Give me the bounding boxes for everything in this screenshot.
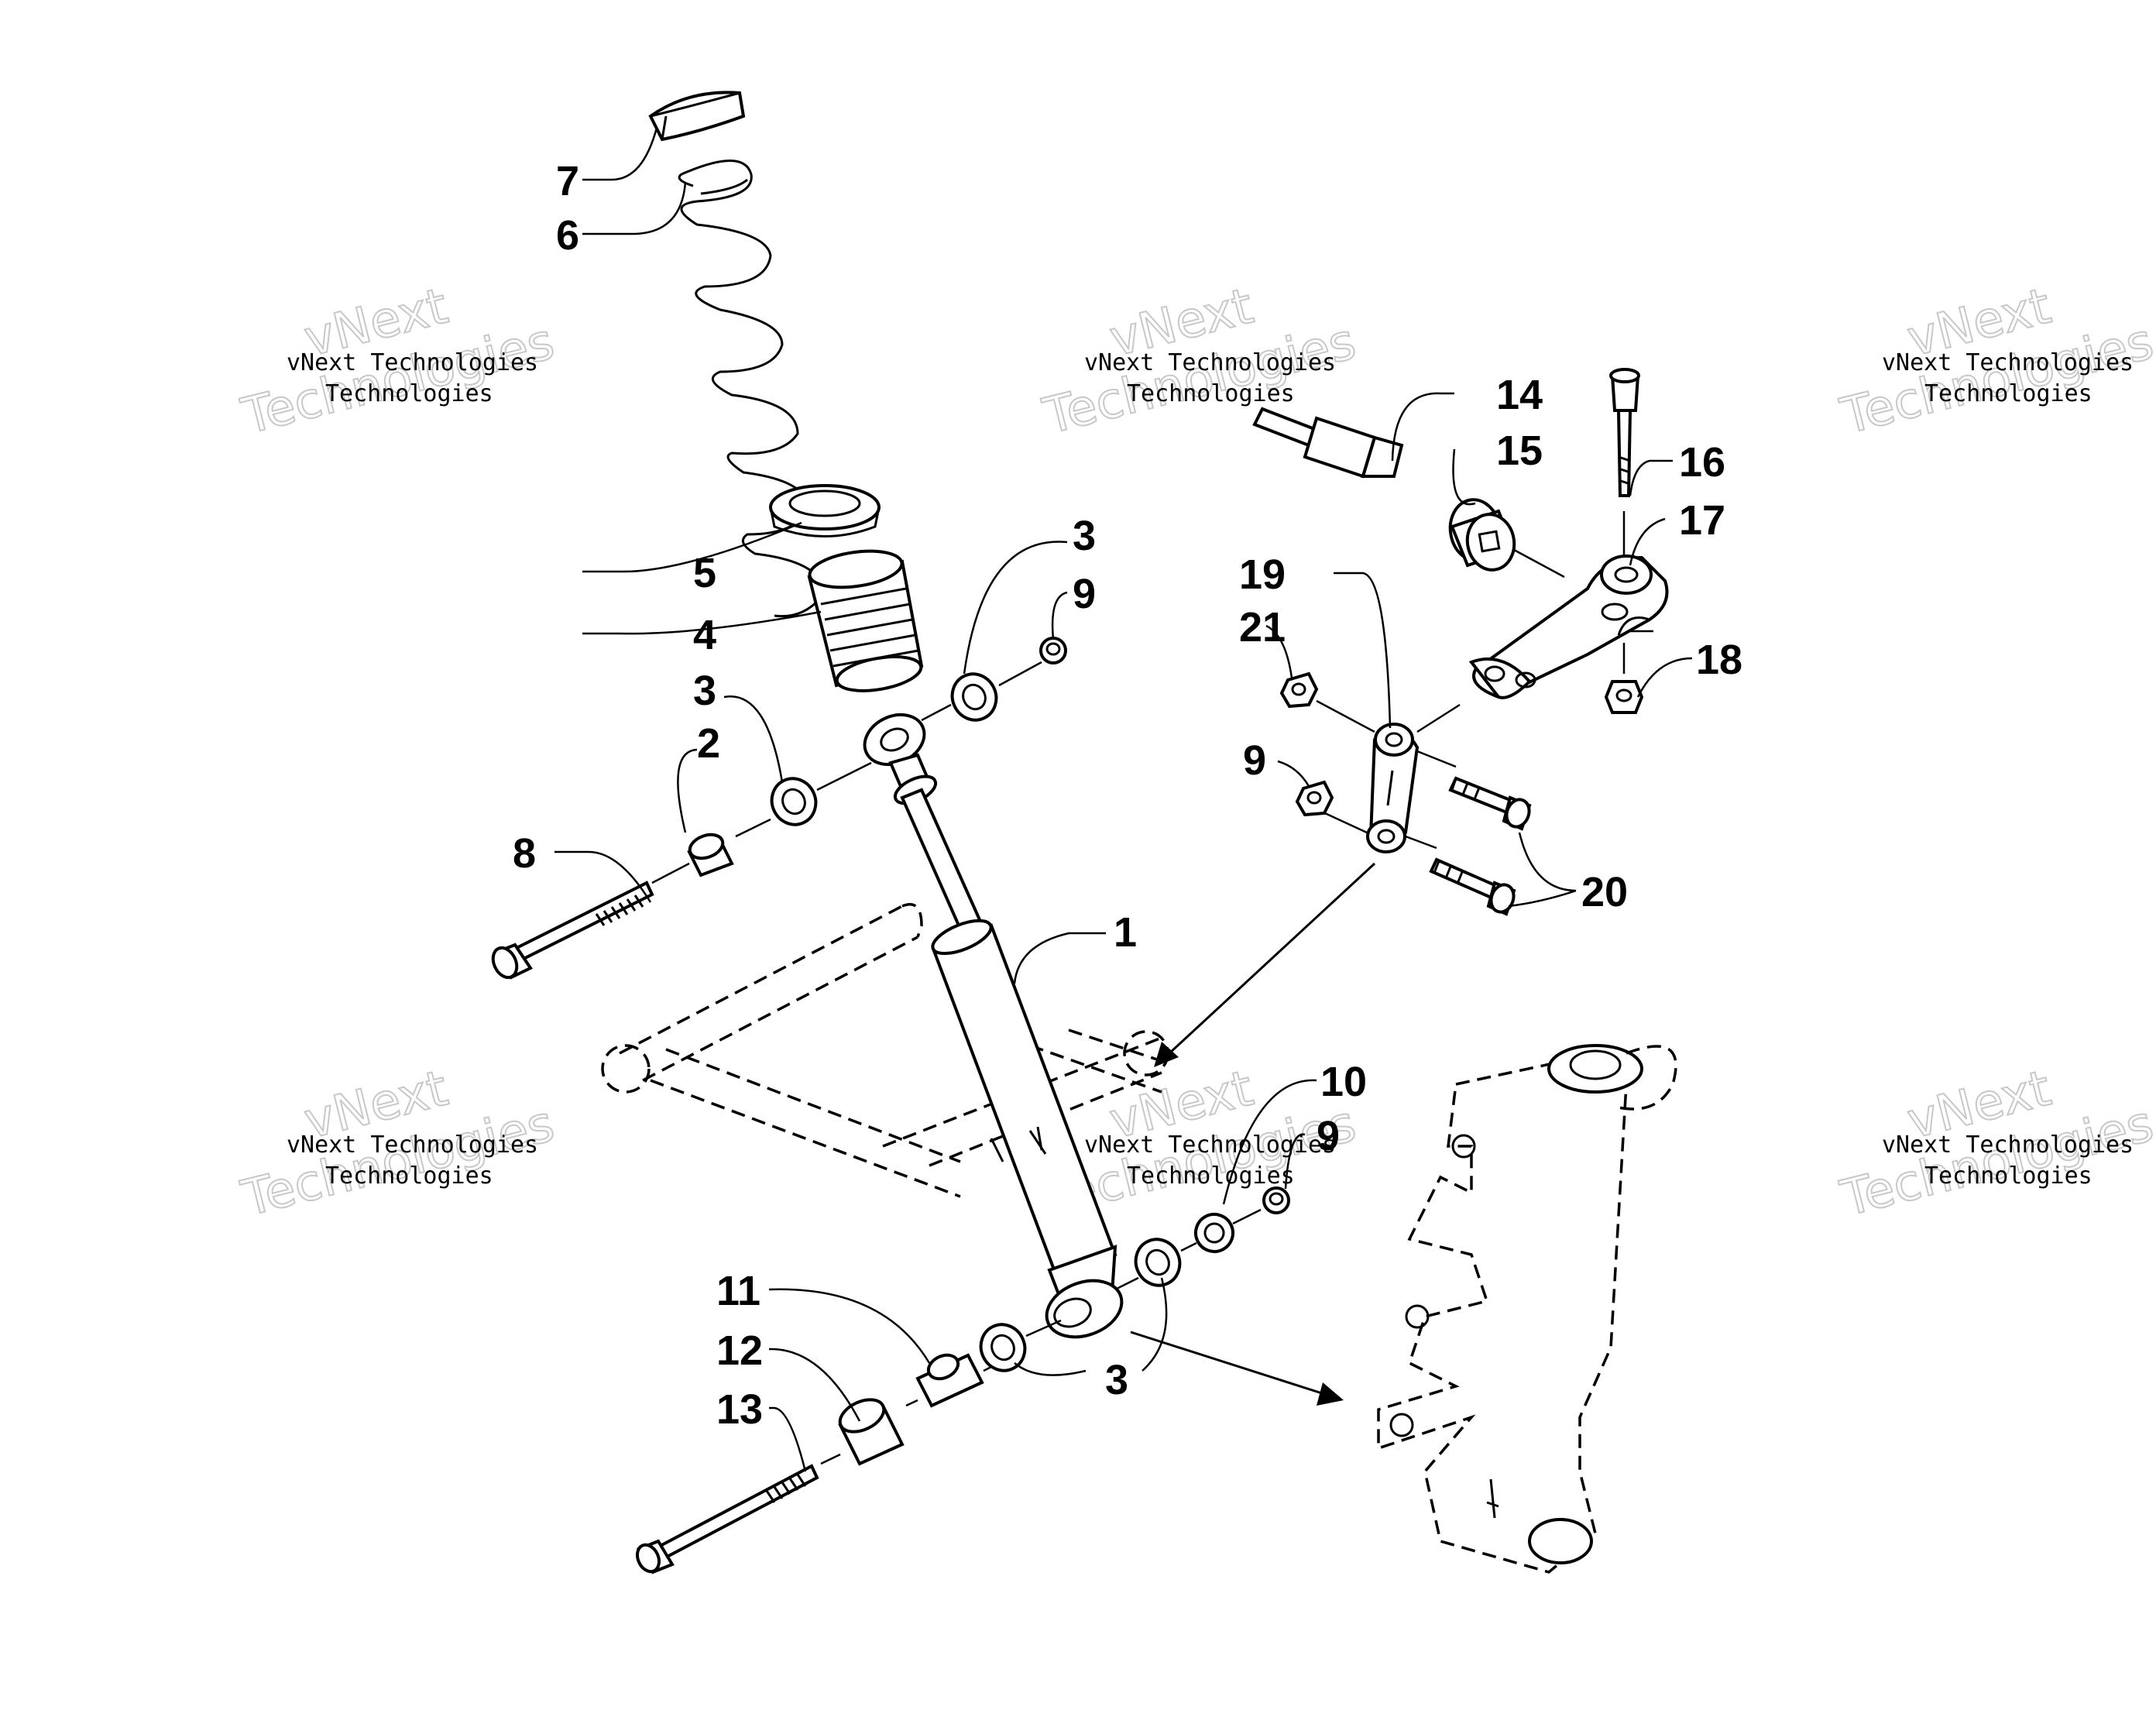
lower-nut <box>1262 1186 1290 1214</box>
watermark-text: Technologies <box>1127 380 1295 407</box>
sway-bar-arm <box>1468 555 1669 699</box>
watermark-text: Technologies <box>325 380 493 407</box>
assembly-axis-line <box>1416 703 1461 733</box>
watermark-text: vNext Technologies <box>287 349 538 376</box>
upper-shock-bolt <box>491 881 654 980</box>
assembly-axis-line <box>1405 835 1437 850</box>
watermark-text: vNext Technologies <box>1882 1131 2134 1159</box>
sway-bar-link <box>1366 723 1420 853</box>
callout-21: 21 <box>1239 604 1286 651</box>
watermark-text: Technologies <box>325 1162 493 1190</box>
watermark-text: Technologies <box>1924 1162 2092 1190</box>
sway-bar-bolt <box>1609 368 1640 497</box>
a-arm-frame <box>601 903 1169 1198</box>
watermark-bottom-left: vNext Technologies vNext Technologies Te… <box>235 1059 561 1228</box>
callout-12: 12 <box>716 1327 763 1374</box>
link-to-arm-arrow <box>1154 862 1376 1067</box>
upper-bushing-right <box>950 672 998 722</box>
callout-17: 17 <box>1679 497 1725 544</box>
shock-absorber <box>863 712 1124 1339</box>
lower-shock-bolt <box>635 1464 819 1574</box>
callout-9-link: 9 <box>1243 737 1266 784</box>
callout-15: 15 <box>1496 428 1543 474</box>
watermark-text: vNext Technologies <box>1084 1131 1336 1159</box>
callout-3-upper-right: 3 <box>1073 513 1096 559</box>
callout-6: 6 <box>556 212 579 259</box>
upper-bushing-left <box>770 777 818 826</box>
link-upper-bolt <box>1448 776 1532 831</box>
assembly-axis-line <box>1416 750 1457 768</box>
coil-spring <box>678 160 826 618</box>
lower-bushing-left <box>979 1323 1027 1372</box>
callout-labels: 1 2 3 3 3 4 5 6 7 8 9 9 9 10 11 12 13 14… <box>513 158 1742 1433</box>
lower-inner-spacer <box>915 1353 984 1408</box>
assembly-axis-line <box>1025 1319 1062 1337</box>
callout-10: 10 <box>1320 1059 1367 1105</box>
callout-2: 2 <box>697 720 720 767</box>
assembly-axis-line <box>1513 548 1565 579</box>
callout-4: 4 <box>693 612 716 658</box>
shock-to-spindle-arrow <box>1130 1331 1344 1406</box>
callout-13: 13 <box>716 1386 763 1433</box>
watermark-text: vNext Technologies <box>1882 349 2134 376</box>
callout-19: 19 <box>1239 551 1286 598</box>
callout-3-upper-left: 3 <box>693 668 716 714</box>
spring-seat <box>769 484 881 537</box>
link-lower-bolt <box>1429 857 1516 916</box>
assembly-axis-line <box>820 1453 841 1465</box>
watermark-top-left: vNext Technologies vNext Technologies Te… <box>235 276 561 446</box>
callout-11: 11 <box>716 1268 760 1314</box>
callout-14: 14 <box>1496 372 1543 418</box>
leader-lines <box>554 127 1693 1472</box>
link-upper-nut <box>1279 671 1319 709</box>
assembly-axis-line <box>1232 1208 1262 1225</box>
callout-5: 5 <box>693 550 716 596</box>
assembly-axis-line <box>651 862 690 884</box>
assembly-axis-line <box>1114 1276 1139 1291</box>
watermark-top-center: vNext Technologies vNext Technologies Te… <box>1037 276 1362 446</box>
watermark-text: Technologies <box>1924 380 2092 407</box>
assembly-axis-line <box>735 818 771 838</box>
callout-20: 20 <box>1581 869 1628 915</box>
sway-bar-nut <box>1604 680 1644 714</box>
assembly-axis-line <box>816 761 872 791</box>
bump-stop <box>807 549 924 692</box>
watermark-text: vNext Technologies <box>1084 349 1336 376</box>
watermark-bottom-right: vNext Technologies vNext Technologies Te… <box>1835 1059 2156 1228</box>
assembly-axis-line <box>921 703 952 722</box>
callout-9-upper: 9 <box>1073 571 1096 617</box>
watermark-text: vNext Technologies <box>287 1131 538 1159</box>
steering-spindle <box>1377 1044 1677 1574</box>
assembly-axis-line <box>1180 1241 1197 1252</box>
link-lower-nut <box>1295 780 1334 817</box>
callout-8: 8 <box>513 830 536 877</box>
callout-16: 16 <box>1679 439 1725 486</box>
sway-bar-bushing <box>1448 498 1516 572</box>
upper-spacer <box>687 833 734 877</box>
watermark-top-right: vNext Technologies vNext Technologies Te… <box>1835 276 2156 446</box>
assembly-axis-line <box>1316 699 1375 733</box>
callout-3-lower: 3 <box>1105 1357 1128 1403</box>
callout-9-lower: 9 <box>1317 1113 1340 1159</box>
assembly-axis-line <box>998 661 1042 687</box>
sway-bar <box>1252 407 1404 479</box>
callout-7: 7 <box>556 158 579 204</box>
assembly-axis-line <box>905 1399 918 1407</box>
lower-bushing-right <box>1134 1238 1182 1287</box>
watermark-text: Technologies <box>1127 1162 1295 1190</box>
callout-18: 18 <box>1696 637 1742 683</box>
spring-retainer-cap <box>648 91 746 142</box>
lower-washer <box>1194 1213 1234 1253</box>
upper-nut <box>1039 637 1067 664</box>
callout-1: 1 <box>1114 909 1137 956</box>
lower-outer-spacer <box>838 1398 905 1466</box>
